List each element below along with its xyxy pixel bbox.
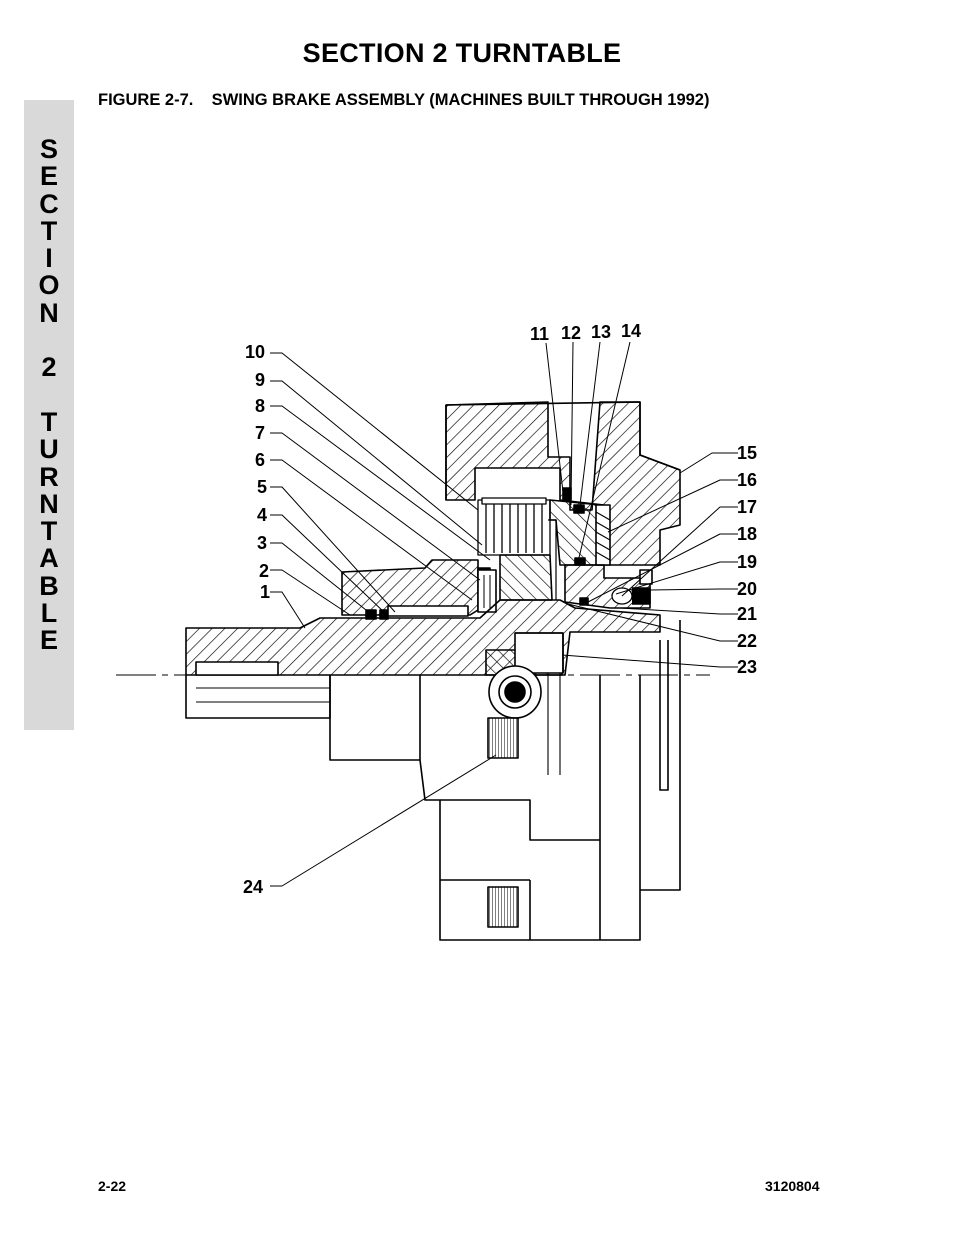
- callout-5: 5: [257, 477, 267, 497]
- assembly-drawing: [116, 341, 738, 941]
- side-tab-letter: B: [39, 570, 59, 601]
- callout-20: 20: [737, 579, 757, 599]
- side-tab-letter: T: [40, 406, 58, 437]
- callout-13: 13: [591, 322, 611, 342]
- callout-12: 12: [561, 323, 581, 343]
- callout-2: 2: [259, 561, 269, 581]
- seal-carrier: [387, 605, 469, 617]
- callout-18: 18: [737, 524, 757, 544]
- shaft-key: [195, 661, 279, 676]
- brake-hub-ring: [548, 519, 557, 600]
- side-tab-letter: C: [39, 188, 59, 219]
- side-tab-letter: 2: [41, 352, 57, 383]
- side-tab-letter: R: [39, 461, 59, 492]
- figure-title: FIGURE 2-7. SWING BRAKE ASSEMBLY (MACHIN…: [98, 91, 710, 109]
- bolt-head-upper: [487, 717, 519, 759]
- callout-17: 17: [737, 497, 757, 517]
- page-number: 2-22: [98, 1178, 127, 1194]
- callouts: 10 9 8 7 6 5 4 3 2 1 11 12 13 14 15 16 1…: [243, 321, 757, 897]
- callout-14: 14: [621, 321, 641, 341]
- callout-24: 24: [243, 877, 263, 897]
- callout-11: 11: [530, 324, 549, 344]
- callout-8: 8: [255, 396, 265, 416]
- callout-6: 6: [255, 450, 265, 470]
- callout-16: 16: [737, 470, 757, 490]
- upper-housing-section: [445, 401, 681, 566]
- side-tab-letter: N: [39, 488, 59, 519]
- side-tab-letter: A: [39, 543, 59, 574]
- side-tab-label: S E C T I O N 2 T U R N T A B L E: [24, 134, 74, 656]
- brake-disc-stack: [477, 497, 551, 556]
- document-number: 3120804: [765, 1178, 820, 1194]
- callout-21: 21: [737, 604, 757, 624]
- side-tab-letter: I: [45, 243, 53, 274]
- callout-22: 22: [737, 631, 757, 651]
- side-tab-letter: N: [39, 297, 59, 328]
- callout-9: 9: [255, 370, 265, 390]
- side-tab-letter: E: [39, 625, 58, 656]
- side-tab-letter: T: [40, 215, 58, 246]
- side-tab-letter: S: [39, 134, 58, 164]
- side-tab-letter: E: [39, 161, 58, 192]
- leader-lines: [270, 341, 738, 887]
- callout-7: 7: [255, 423, 265, 443]
- hub-section: [499, 554, 553, 601]
- callout-10: 10: [245, 342, 265, 362]
- side-tab-letter: T: [40, 516, 58, 547]
- bolt-head-lower: [487, 886, 519, 928]
- section-side-tab: S E C T I O N 2 T U R N T A B L E: [24, 100, 74, 730]
- section-title: SECTION 2 TURNTABLE: [302, 38, 622, 68]
- lower-body: [185, 675, 331, 719]
- callout-3: 3: [257, 533, 267, 553]
- callout-1: 1: [260, 582, 270, 602]
- side-tab-letter: L: [40, 598, 58, 629]
- callout-4: 4: [257, 505, 267, 525]
- callout-23: 23: [737, 657, 757, 677]
- callout-19: 19: [737, 552, 757, 572]
- motor-housing: [329, 620, 681, 941]
- callout-15: 15: [737, 443, 757, 463]
- side-tab-letter: U: [39, 434, 59, 465]
- side-tab-letter: O: [38, 270, 60, 301]
